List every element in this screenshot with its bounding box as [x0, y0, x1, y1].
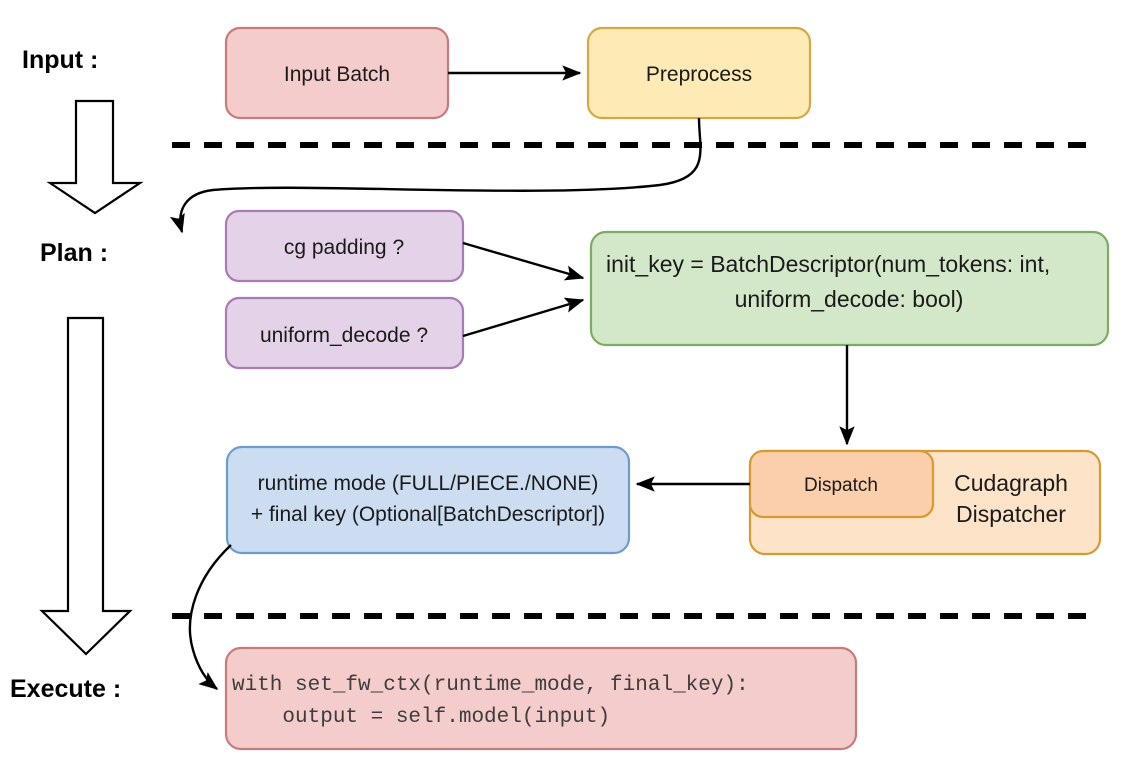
input-batch-label: Input Batch	[284, 63, 390, 86]
input-to-plan-arrow	[46, 99, 144, 215]
stage-label-input: Input :	[22, 46, 98, 74]
runtime-mode-label-line2: + final key (Optional[BatchDescriptor])	[251, 503, 605, 526]
edge-runtime-mode-to-execute	[188, 544, 232, 690]
execute-code-line2: output = self.model(input)	[232, 706, 610, 729]
stage-label-plan: Plan :	[40, 239, 108, 267]
stage-label-execute: Execute :	[10, 675, 121, 703]
node-init-key[interactable]: init_key = BatchDescriptor(num_tokens: i…	[589, 230, 1110, 347]
cudagraph-dispatcher-label-line1: Cudagraph	[954, 470, 1068, 496]
plan-to-execute-arrow	[39, 316, 133, 656]
init-key-label-line2: uniform_decode: bool)	[735, 286, 964, 312]
cg-padding-label: cg padding ?	[284, 236, 404, 259]
uniform-decode-label: uniform_decode ?	[260, 324, 428, 347]
edge-preprocess-to-cg-padding	[169, 117, 702, 234]
cudagraph-dispatcher-label-line2: Dispatcher	[956, 501, 1066, 527]
node-uniform-decode[interactable]: uniform_decode ?	[224, 296, 465, 370]
node-runtime-mode[interactable]: runtime mode (FULL/PIECE./NONE) + final …	[225, 445, 631, 555]
edge-cg-padding-to-init-key	[462, 241, 585, 281]
init-key-label-line1: init_key = BatchDescriptor(num_tokens: i…	[606, 251, 1050, 277]
preprocess-label: Preprocess	[646, 63, 752, 86]
runtime-mode-box[interactable]	[225, 445, 631, 555]
dispatch-label: Dispatch	[804, 475, 878, 496]
node-preprocess[interactable]: Preprocess	[586, 26, 812, 120]
node-dispatch[interactable]: Dispatch	[748, 449, 935, 519]
node-cg-padding[interactable]: cg padding ?	[224, 209, 465, 283]
edge-uniform-decode-to-init-key	[462, 297, 585, 338]
runtime-mode-label-line1: runtime mode (FULL/PIECE./NONE)	[258, 472, 599, 495]
execute-code-box[interactable]	[224, 646, 858, 751]
init-key-box[interactable]	[589, 230, 1110, 347]
cg-padding-box[interactable]	[224, 209, 465, 283]
node-execute-code[interactable]: with set_fw_ctx(runtime_mode, final_key)…	[224, 646, 858, 751]
uniform-decode-box[interactable]	[224, 296, 465, 370]
node-input-batch[interactable]: Input Batch	[224, 26, 450, 120]
execute-code-line1: with set_fw_ctx(runtime_mode, final_key)…	[232, 674, 749, 697]
